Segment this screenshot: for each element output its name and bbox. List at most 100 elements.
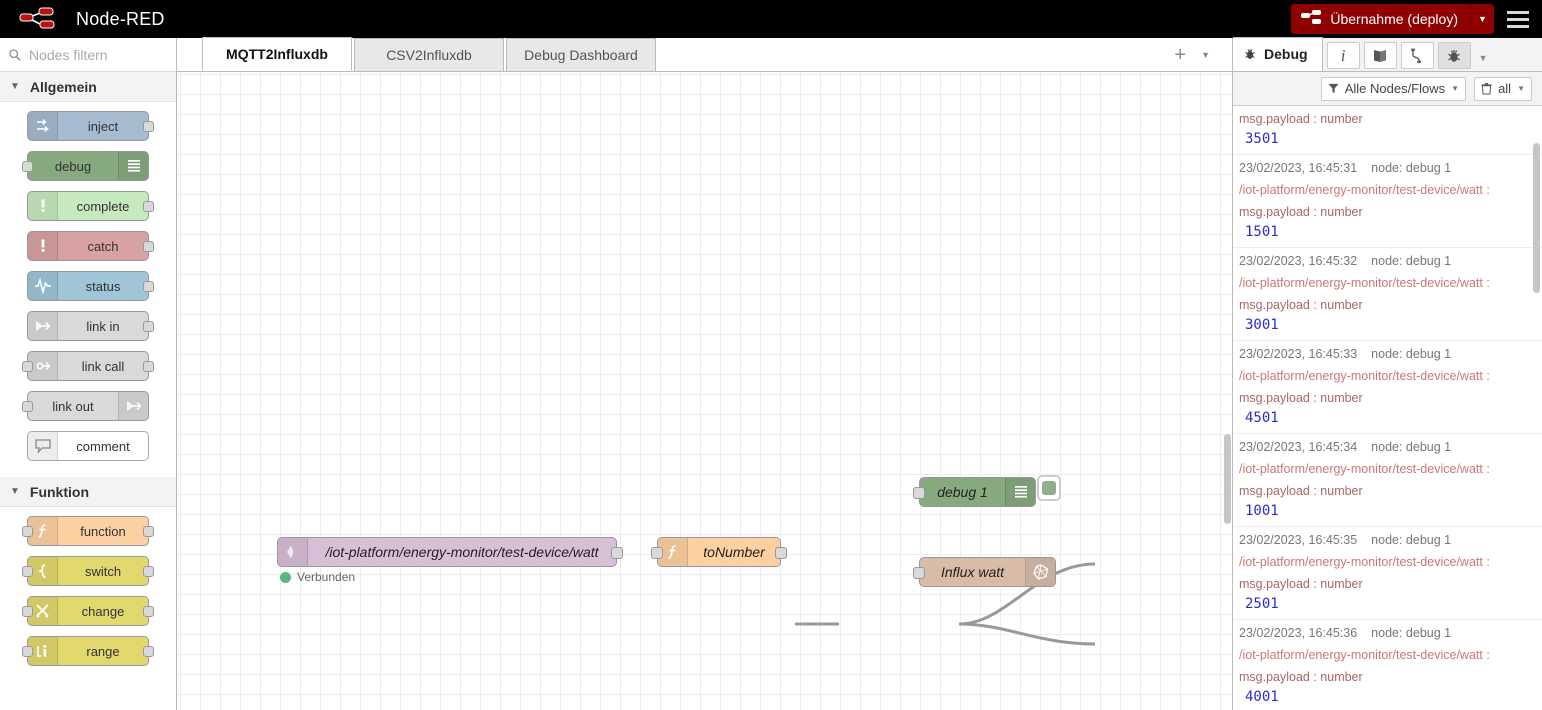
mqtt-in-node[interactable]: /iot-platform/energy-monitor/test-device… (277, 537, 623, 567)
palette-category-body: inject debug complete catch status link in lin… (0, 102, 176, 477)
debug-message-timestamp: 23/02/2023, 16:45:33 (1239, 347, 1358, 361)
debug-clear-select[interactable]: all ▼ (1474, 76, 1532, 101)
debug-scrollbar[interactable] (1533, 143, 1540, 293)
debug-message-topic: /iot-platform/energy-monitor/test-device… (1239, 369, 1490, 383)
debug-node-toggle-button[interactable] (1037, 475, 1061, 501)
sidebar-more-button[interactable]: ▼ (1478, 53, 1488, 63)
debug-clear-label: all (1498, 81, 1512, 96)
flow-tab-Debug-Dashboard[interactable]: Debug Dashboard (506, 38, 656, 71)
palette-node-label: range (86, 643, 120, 659)
output-port[interactable] (611, 547, 623, 559)
input-port[interactable] (913, 567, 925, 579)
main-menu-button[interactable] (1494, 0, 1542, 38)
debug-filter-select[interactable]: Alle Nodes/Flows ▼ (1320, 76, 1467, 101)
deploy-button[interactable]: Übernahme (deploy) (1291, 4, 1470, 34)
debug-message-value: 2501 (1245, 596, 1279, 612)
help-tab-button[interactable] (1363, 42, 1397, 69)
flow-node-label: Influx watt (940, 564, 1005, 580)
flow-node-label: toNumber (703, 544, 765, 560)
palette-node-catch[interactable]: catch (27, 231, 154, 261)
debug-message-topic: /iot-platform/energy-monitor/test-device… (1239, 183, 1490, 197)
palette-category-funktion[interactable]: ▼Funktion (0, 477, 176, 507)
palette-node-icon (28, 597, 58, 625)
input-port[interactable] (22, 606, 33, 617)
input-port[interactable] (22, 161, 33, 172)
deploy-dropdown-button[interactable]: ▼ (1470, 4, 1494, 34)
palette-node-complete[interactable]: complete (27, 191, 154, 221)
palette-category-allgemein[interactable]: ▼Allgemein (0, 72, 176, 102)
chevron-down-icon: ▼ (1517, 84, 1525, 93)
debug-message-value: 3001 (1245, 317, 1279, 333)
palette-node-debug[interactable]: debug (22, 151, 149, 181)
palette-search-row[interactable] (0, 38, 176, 72)
output-port[interactable] (143, 606, 154, 617)
flow-node-label: /iot-platform/energy-monitor/test-device… (325, 544, 599, 560)
palette-node-status[interactable]: status (27, 271, 154, 301)
debug-message-timestamp: 23/02/2023, 16:45:35 (1239, 533, 1358, 547)
debug-node[interactable]: debug 1 (913, 475, 1061, 507)
palette-node-comment[interactable]: comment (27, 431, 149, 461)
output-port[interactable] (143, 241, 154, 252)
chevron-down-icon: ▼ (10, 81, 20, 92)
palette-node-icon (118, 392, 148, 420)
input-port[interactable] (22, 361, 33, 372)
add-flow-button[interactable]: + (1174, 44, 1186, 66)
input-port[interactable] (22, 646, 33, 657)
link-in-arrow-icon (35, 321, 51, 331)
input-port[interactable] (913, 487, 925, 499)
debug-tab-button[interactable] (1437, 42, 1471, 69)
flow-tab-MQTT2Influxdb[interactable]: MQTT2Influxdb (202, 37, 352, 71)
config-nodes-tab-button[interactable] (1400, 42, 1434, 69)
palette-node-function[interactable]: function (22, 516, 154, 546)
trash-icon (1481, 82, 1492, 95)
output-port[interactable] (143, 646, 154, 657)
output-port[interactable] (143, 201, 154, 212)
output-port[interactable] (143, 121, 154, 132)
flow-tab-CSV2Influxdb[interactable]: CSV2Influxdb (354, 38, 504, 71)
debug-active-indicator (1042, 481, 1056, 495)
palette-node-range[interactable]: range (22, 636, 154, 666)
input-port[interactable] (22, 401, 33, 412)
debug-message-value: 4001 (1245, 689, 1279, 705)
sidebar-tab-debug[interactable]: Debug (1233, 37, 1323, 71)
palette-node-label: comment (76, 438, 130, 454)
flow-list-menu-button[interactable]: ▼ (1201, 50, 1210, 60)
palette-node-change[interactable]: change (22, 596, 154, 626)
function-node[interactable]: toNumber (651, 537, 787, 567)
output-port[interactable] (143, 526, 154, 537)
palette-node-switch[interactable]: switch (22, 556, 154, 586)
output-port[interactable] (143, 321, 154, 332)
palette-node-inject[interactable]: inject (27, 111, 154, 141)
debug-message-node: node: debug 1 (1371, 533, 1452, 547)
palette-search-input[interactable] (29, 46, 169, 63)
logo-area: Node-RED (0, 6, 165, 32)
output-port[interactable] (143, 566, 154, 577)
input-port[interactable] (22, 566, 33, 577)
flow-node-label: debug 1 (937, 484, 988, 500)
input-port[interactable] (22, 526, 33, 537)
output-port[interactable] (143, 361, 154, 372)
influxdb-out-node[interactable]: Influx watt (913, 557, 1056, 587)
canvas-scrollbar[interactable] (1224, 434, 1231, 524)
output-port[interactable] (143, 281, 154, 292)
info-icon: i (1340, 45, 1346, 65)
palette-node-link-in[interactable]: link in (27, 311, 154, 341)
input-port[interactable] (651, 547, 663, 559)
inject-arrow-icon (36, 119, 49, 132)
palette-node-icon (28, 232, 58, 260)
palette-node-link-out[interactable]: link out (22, 391, 149, 421)
output-port[interactable] (775, 547, 787, 559)
flow-canvas[interactable]: /iot-platform/energy-monitor/test-device… (177, 72, 1232, 710)
palette-node-link-call[interactable]: link call (22, 351, 154, 381)
info-tab-button[interactable]: i (1326, 42, 1360, 69)
